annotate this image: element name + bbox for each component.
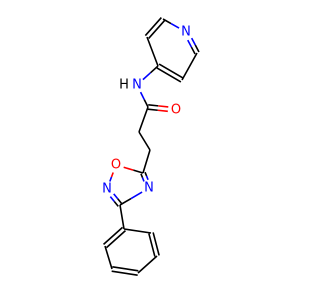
bond-line <box>109 196 115 202</box>
single-bond-n_amide-c_carbonyl <box>139 91 149 108</box>
single-bond-c_py6-c_py5 <box>181 52 198 81</box>
bond-line <box>111 270 138 276</box>
single-bond-c_beta-c_ox5 <box>142 149 151 174</box>
bond-line <box>142 72 152 81</box>
bond-line <box>149 65 159 74</box>
single-bond-c_carbonyl-c_alpha <box>138 106 149 133</box>
bond-line <box>117 198 123 205</box>
bond-line <box>110 172 114 178</box>
bond-line <box>138 106 149 133</box>
double-bond-c_ph5-c_ph6 <box>148 232 160 257</box>
single-bond-c_py4-c_py3 <box>146 36 159 67</box>
double-bond-n_ox2-c_ox3 <box>109 193 123 207</box>
single-bond-c_ox3-c_ph1 <box>119 204 125 230</box>
single-bond-c_py4-n_amide <box>142 65 159 81</box>
bond-layer <box>102 17 200 276</box>
double-bond-c_ph1-c_ph2 <box>102 226 127 249</box>
single-bond-c_ph2-c_ph3 <box>104 245 113 270</box>
bond-line <box>113 200 119 207</box>
bond-line <box>113 193 119 200</box>
bond-line <box>187 39 193 48</box>
atom-label-n_amide: N <box>132 78 142 93</box>
bond-line <box>123 228 152 234</box>
bond-line <box>158 105 169 108</box>
bond-line <box>147 108 158 112</box>
single-bond-c_ph6-c_ph1 <box>123 228 152 234</box>
bond-line <box>123 166 134 171</box>
atom-label-o_carbonyl: O <box>171 103 181 118</box>
bond-line <box>156 67 182 83</box>
double-bond-n_ox4-c_ox5 <box>140 171 149 182</box>
bond-line <box>102 226 124 245</box>
bond-line <box>143 99 149 108</box>
atom-label-n_pyr: N <box>181 25 191 40</box>
bond-line <box>162 18 172 25</box>
double-bond-c_carbonyl-o_carbonyl <box>147 104 169 113</box>
single-bond-c_ph4-c_ph5 <box>137 255 158 274</box>
single-bond-c_ox3-n_ox4 <box>119 191 143 206</box>
bond-line <box>146 36 159 67</box>
bond-line <box>148 19 166 39</box>
bond-line <box>181 52 198 81</box>
bond-line <box>158 63 184 79</box>
bond-line <box>148 233 156 257</box>
bond-line <box>119 197 132 206</box>
double-bond-c_py5-c_py4 <box>156 63 184 83</box>
bond-line <box>144 171 148 177</box>
bond-line <box>137 255 158 274</box>
atom-label-n_ox2: N <box>102 182 112 197</box>
bond-line <box>190 37 197 46</box>
bond-line <box>112 266 139 272</box>
bond-line <box>119 204 125 230</box>
bond-line <box>130 191 143 200</box>
atom-label-n_ox4: N <box>144 181 154 196</box>
bond-line <box>148 104 159 107</box>
bond-line <box>145 175 149 181</box>
bond-line <box>190 46 196 55</box>
bond-line <box>140 173 144 178</box>
bond-line <box>104 245 113 270</box>
double-bond-c_ph3-c_ph4 <box>111 266 139 276</box>
double-bond-n_pyr-c_py6 <box>187 37 200 55</box>
bond-line <box>138 131 151 151</box>
atom-label-o_ring: O <box>111 158 121 173</box>
bond-line <box>141 177 145 182</box>
single-bond-c_alpha-c_beta <box>138 131 151 151</box>
bond-line <box>133 169 144 174</box>
single-bond-c_ox5-o_ring <box>123 166 144 174</box>
atom-label-h_amide: H <box>119 78 129 93</box>
bond-line <box>144 17 162 37</box>
bond-line <box>105 230 127 249</box>
bond-line <box>139 91 146 100</box>
single-bond-c_py2-n_pyr <box>162 18 180 29</box>
double-bond-c_py3-c_py2 <box>144 17 166 39</box>
bond-line <box>157 109 168 113</box>
bond-line <box>194 44 200 53</box>
bond-line <box>170 22 180 29</box>
bond-line <box>152 232 160 256</box>
bond-line <box>142 149 151 174</box>
bond-line <box>109 176 113 182</box>
single-bond-o_ring-n_ox2 <box>109 172 114 182</box>
